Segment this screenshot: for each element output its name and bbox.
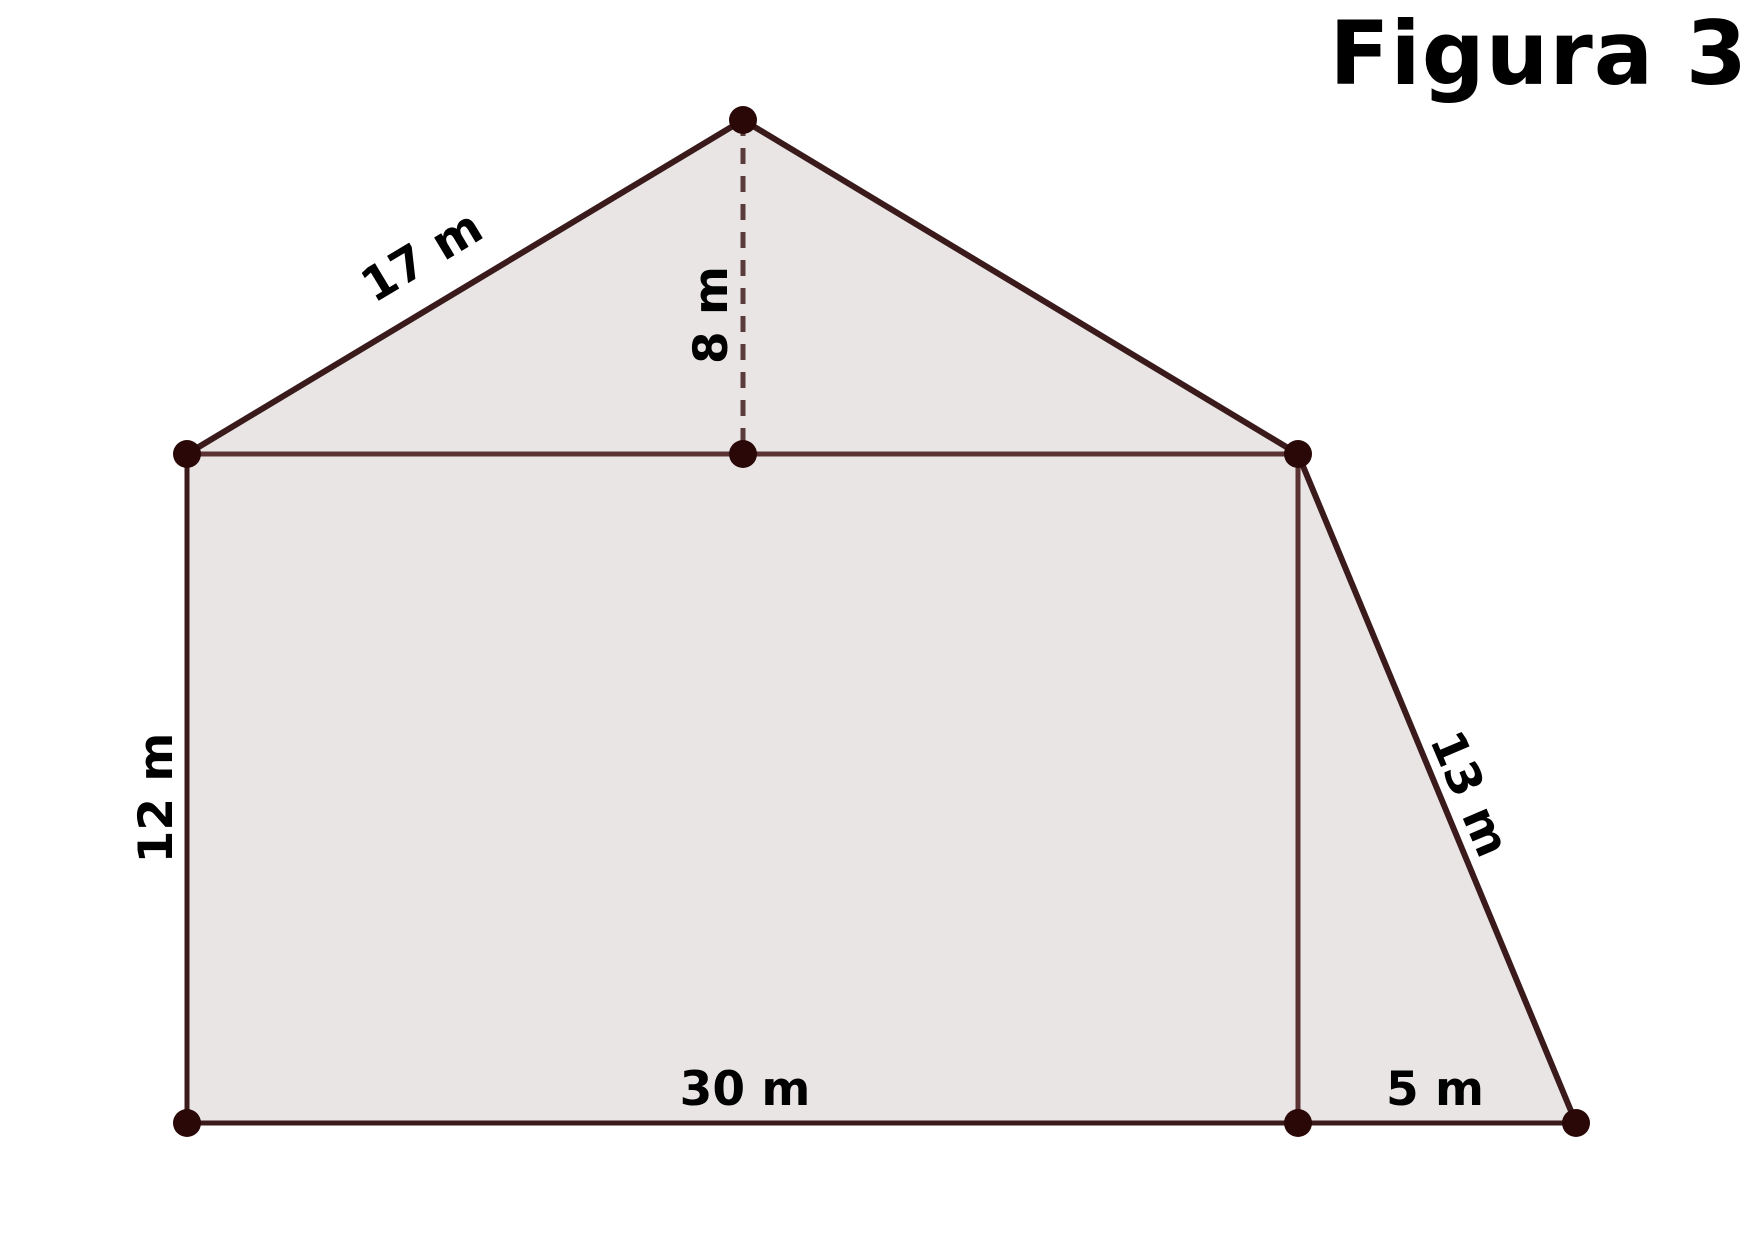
vertex-bottom-middle bbox=[1284, 1109, 1312, 1137]
roof-right-edge bbox=[741, 117, 1300, 457]
vertex-bottom-left bbox=[173, 1109, 201, 1137]
label-bottom-right: 5 m bbox=[1386, 1062, 1484, 1117]
label-left-side: 12 m bbox=[129, 733, 184, 864]
label-bottom-rect: 30 m bbox=[680, 1062, 811, 1117]
composite-region bbox=[187, 120, 1576, 1123]
roof-left-edge bbox=[185, 117, 745, 457]
vertex-height-foot bbox=[729, 440, 757, 468]
figure-title: Figura 3 bbox=[1329, 2, 1748, 105]
vertex-apex bbox=[729, 106, 757, 134]
label-height-triangle: 8 m bbox=[684, 266, 739, 364]
vertex-top-right bbox=[1284, 440, 1312, 468]
vertex-bottom-right bbox=[1562, 1109, 1590, 1137]
slant-right-edge bbox=[1295, 452, 1579, 1125]
vertex-top-left bbox=[173, 440, 201, 468]
